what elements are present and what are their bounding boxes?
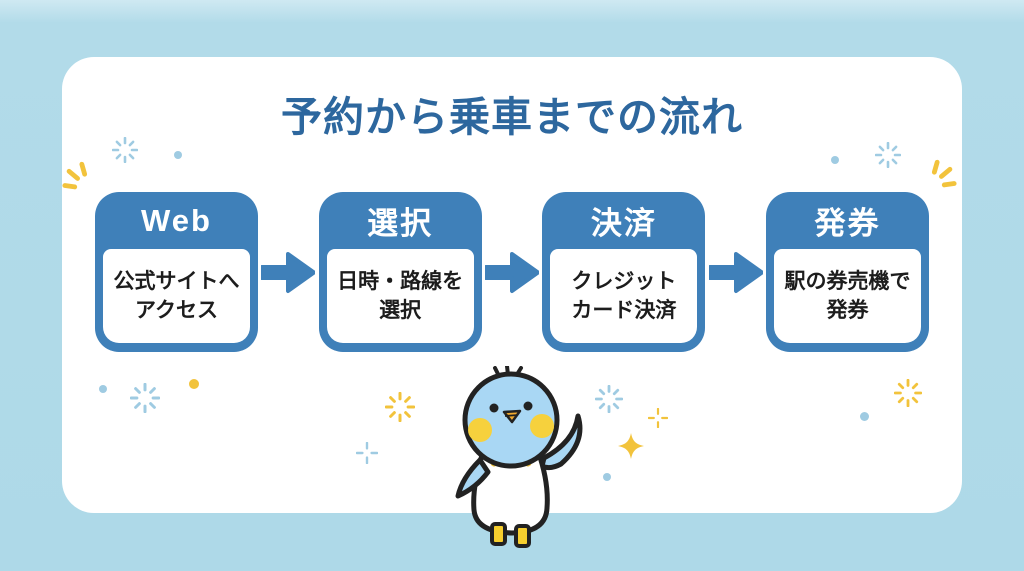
page-title: 予約から乗車までの流れ (281, 94, 743, 140)
step-web-description: 公式サイトへ アクセス (103, 249, 250, 343)
arrow-right-icon (705, 192, 766, 352)
dot-decoration (831, 156, 839, 164)
step-web: Web 公式サイトへ アクセス (95, 192, 258, 352)
content-card: 予約から乗車までの流れ Web 公式サイトへ アクセス 選択 日時・路線を 選択… (62, 57, 962, 513)
dot-decoration (174, 151, 182, 159)
arrow-right-icon (258, 192, 319, 352)
bird-mascot (455, 366, 583, 548)
step-ticket: 発券 駅の券売機で 発券 (766, 192, 930, 352)
process-flow: Web 公式サイトへ アクセス 選択 日時・路線を 選択 決済 クレジット カー… (95, 192, 930, 352)
step-payment-header: 決済 (590, 206, 657, 241)
dot-decoration (189, 379, 199, 389)
step-ticket-description: 駅の券売機で 発券 (774, 249, 922, 343)
step-select: 選択 日時・路線を 選択 (318, 192, 482, 352)
step-ticket-header: 発券 (814, 206, 881, 241)
step-select-description: 日時・路線を 選択 (326, 249, 474, 343)
step-payment-description: クレジット カード決済 (550, 249, 698, 343)
arrow-right-icon (482, 192, 543, 352)
step-select-header: 選択 (367, 206, 434, 241)
dot-decoration (603, 473, 611, 481)
dot-decoration (860, 412, 869, 421)
step-payment: 決済 クレジット カード決済 (542, 192, 706, 352)
step-web-header: Web (141, 202, 212, 238)
dot-decoration (99, 385, 107, 393)
